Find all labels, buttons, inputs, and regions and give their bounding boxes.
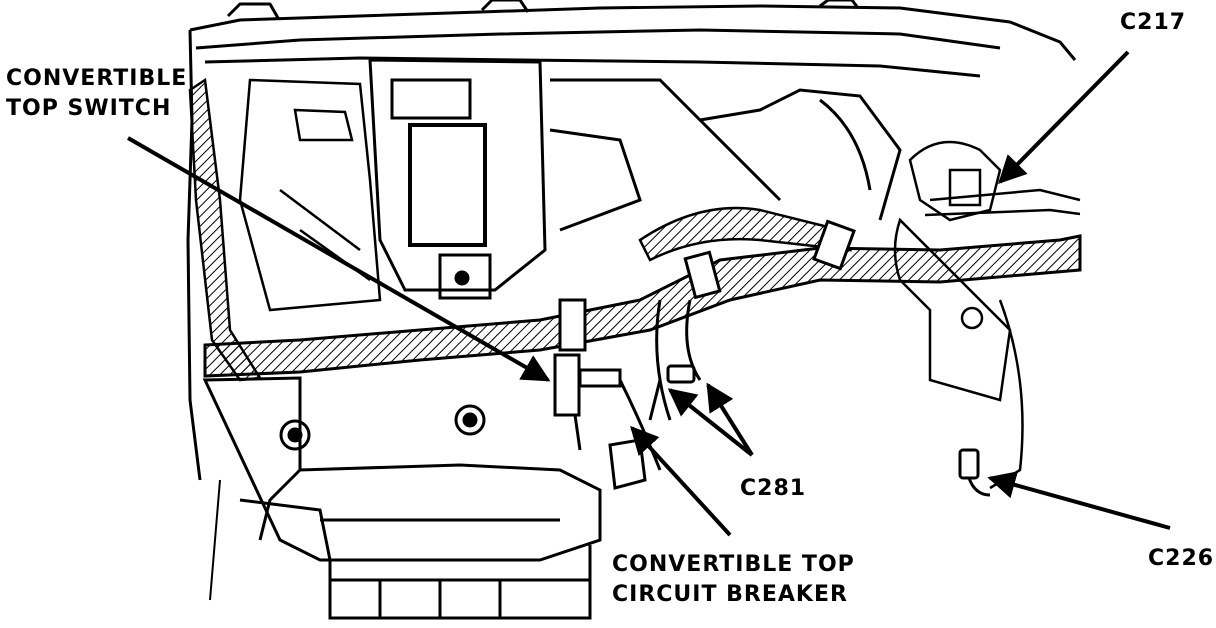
convertible-top-switch-body xyxy=(553,353,622,451)
label-circuit-breaker: CONVERTIBLE TOP CIRCUIT BREAKER xyxy=(612,550,855,610)
c217-connector-area xyxy=(893,140,1081,490)
circuit-breaker-body xyxy=(608,299,702,490)
leader-c217 xyxy=(998,50,1130,184)
center-module xyxy=(368,58,547,300)
label-convertible-top-switch: CONVERTIBLE TOP SWITCH xyxy=(6,64,187,124)
c281-connector xyxy=(648,364,696,421)
main-harness xyxy=(188,77,1082,382)
label-line: CONVERTIBLE TOP xyxy=(612,552,855,577)
leader-convertible-top-switch xyxy=(127,136,551,382)
leader-lines xyxy=(127,50,1171,537)
leader-c226 xyxy=(987,471,1171,530)
heater-duct xyxy=(549,78,902,232)
instrument-panel-outline xyxy=(186,0,1077,481)
c226-connector xyxy=(958,448,991,497)
leader-c281-b xyxy=(706,382,754,457)
label-c281: C281 xyxy=(740,476,807,501)
leader-c281-a xyxy=(667,388,754,457)
left-housing xyxy=(238,78,382,312)
label-line: CONVERTIBLE xyxy=(6,66,188,91)
label-line: TOP SWITCH xyxy=(6,96,172,121)
label-line: CIRCUIT BREAKER xyxy=(612,582,848,607)
label-c217: C217 xyxy=(1120,10,1187,35)
leader-circuit-breaker xyxy=(630,425,732,537)
label-c226: C226 xyxy=(1148,546,1215,571)
lower-panel xyxy=(202,376,602,620)
